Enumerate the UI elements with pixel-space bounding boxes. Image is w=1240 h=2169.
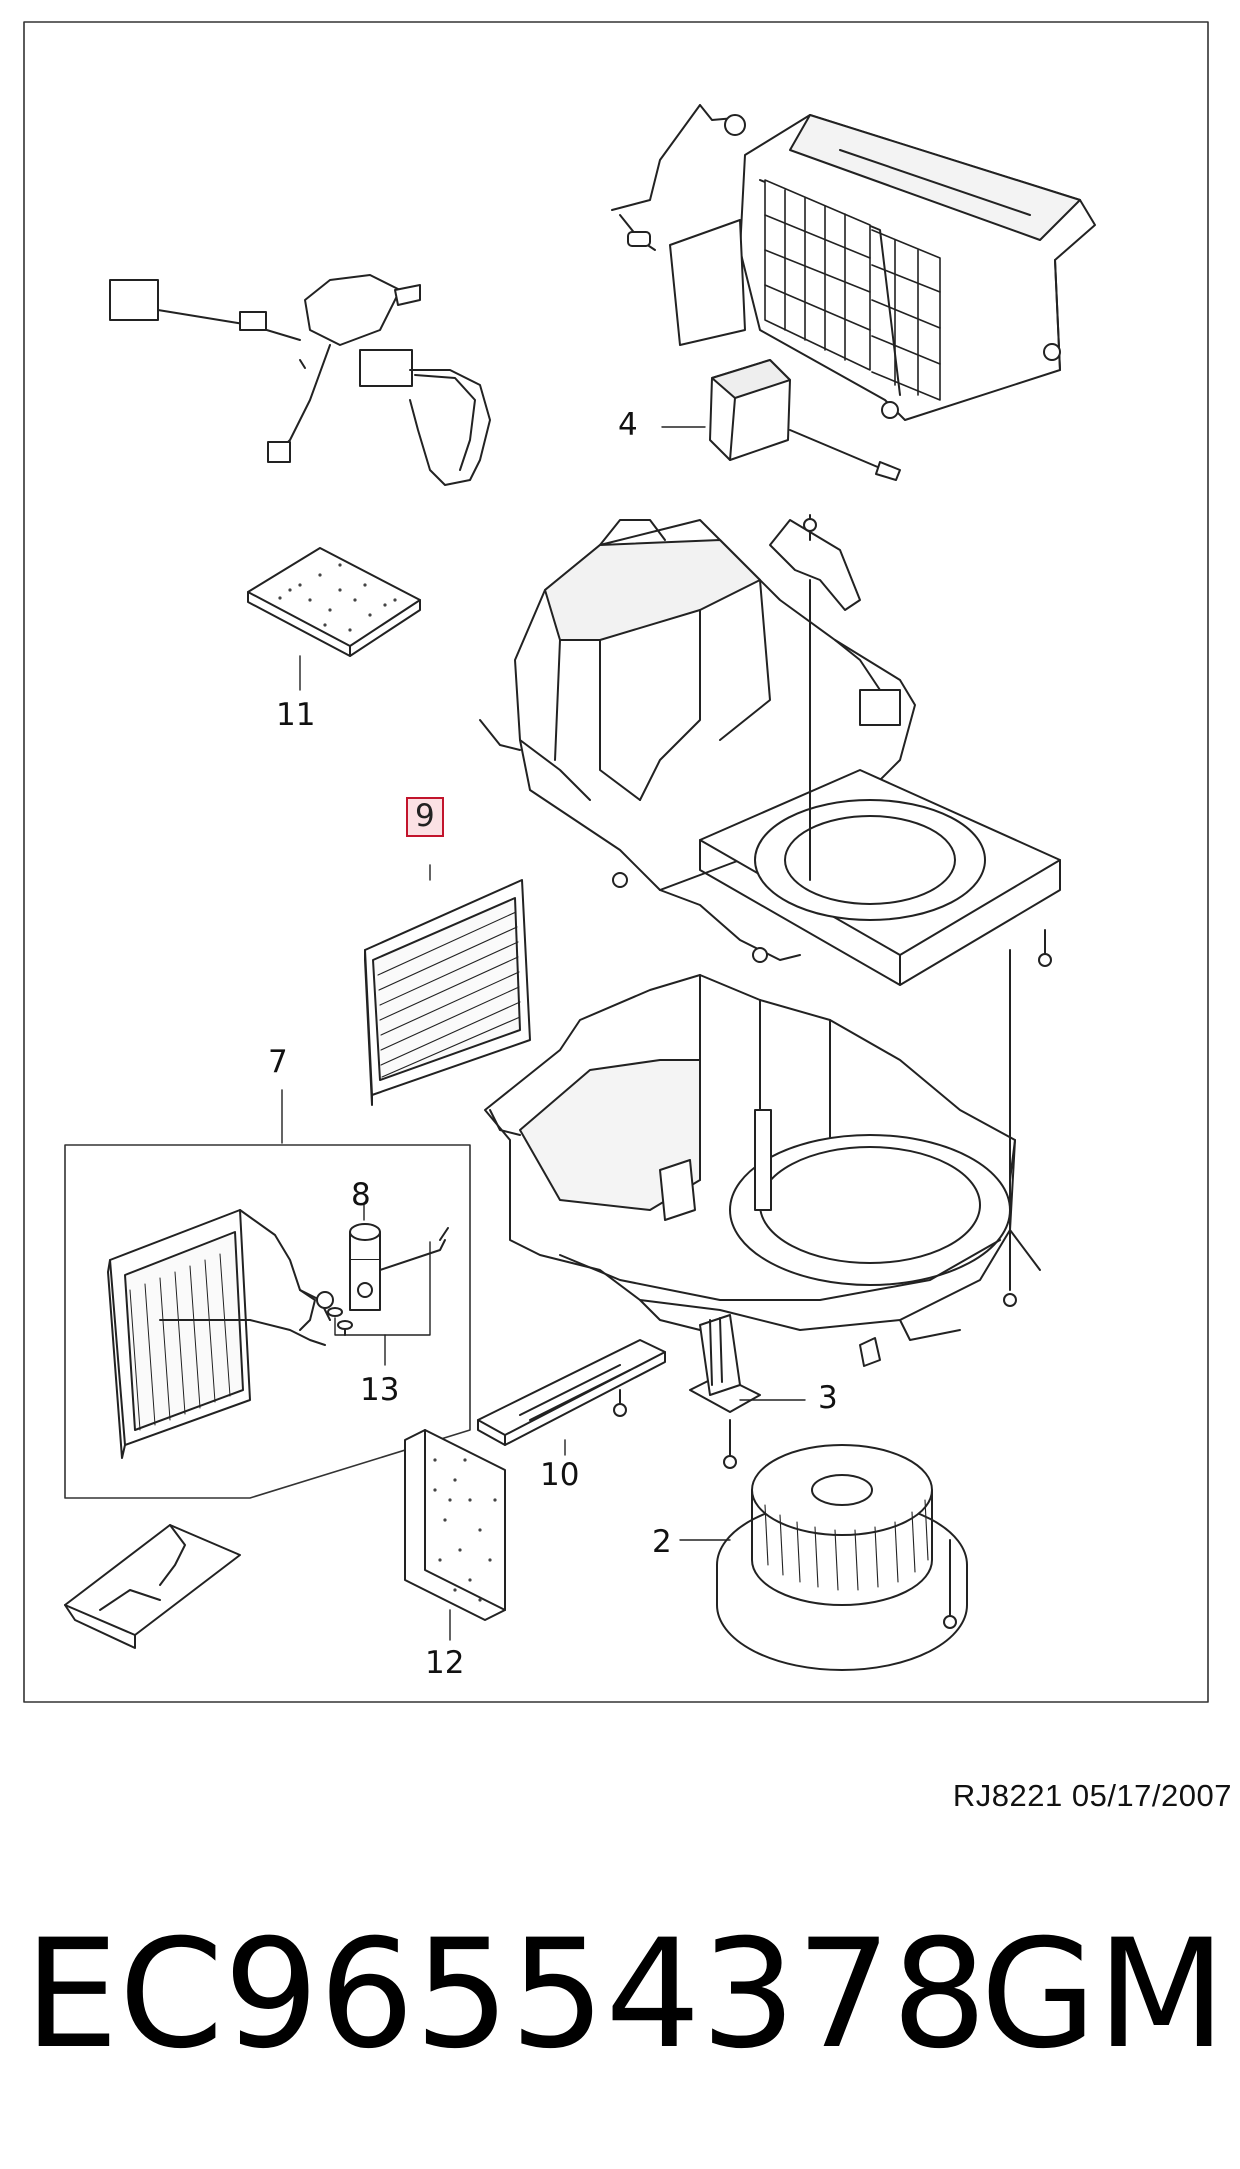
part-7-box <box>64 1144 471 1499</box>
bottom-left-bracket <box>64 1524 241 1649</box>
evaporator-core <box>107 1209 334 1459</box>
part-3-resistor <box>689 1314 881 1469</box>
part-8-expansion-valve <box>349 1204 449 1311</box>
callout-13: 13 <box>360 1372 400 1408</box>
callout-7: 7 <box>268 1044 288 1080</box>
part-10-slider <box>477 1339 666 1456</box>
part-12-foam-pad <box>404 1429 506 1641</box>
part-4-actuator <box>661 359 901 481</box>
part-2-blower-motor <box>679 1444 968 1671</box>
lower-housing <box>484 949 1041 1341</box>
callout-3: 3 <box>818 1380 838 1416</box>
callout-12: 12 <box>425 1645 465 1681</box>
callout-9: 9 <box>406 797 444 837</box>
callout-2: 2 <box>652 1524 672 1560</box>
callout-11: 11 <box>276 697 316 733</box>
air-inlet-duct <box>611 104 1096 421</box>
reference-code: RJ8221 05/17/2007 <box>952 1778 1232 1813</box>
part-13-o-rings <box>327 1241 431 1366</box>
upper-housing <box>479 514 1061 986</box>
callout-10: 10 <box>540 1457 580 1493</box>
part-number: EC96554378 <box>24 1908 987 2082</box>
wiring-harness <box>109 274 491 486</box>
diagram-frame <box>23 21 1209 1703</box>
callout-4: 4 <box>618 407 638 443</box>
parts-diagram <box>23 21 1209 1703</box>
part-9-cabin-filter <box>364 864 531 1106</box>
part-11-foam-pad <box>247 547 421 691</box>
brand-name: GM <box>980 1908 1226 2082</box>
callout-8: 8 <box>351 1177 371 1213</box>
